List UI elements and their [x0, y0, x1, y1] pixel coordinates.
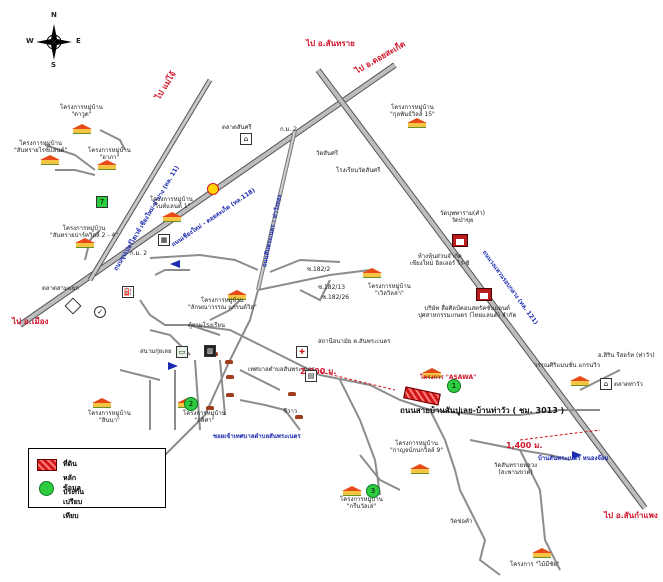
house-icon [530, 548, 554, 558]
place-wat-buppharam: วัดบุพพาราม(คำ)วัดป่าขุย [440, 210, 485, 224]
stadium-icon: ▭ [176, 346, 188, 358]
project-label-alisa: โครงการหมู่บ้าน"อลิศา" [183, 410, 226, 424]
legend-label-comparable: ข้อมูลเปรียบเทียบ [63, 484, 83, 520]
place-police: ตู้ยามโรงเรียน [188, 322, 226, 329]
place-company: บริษัท สื่อศิลป์คอนสตรัคชั่นแอนด์ปุศสาหก… [418, 305, 517, 319]
soi-182-26: ซ.182/26 [322, 294, 350, 301]
project-label-sansai-park: โครงการหมู่บ้าน"สันทรายปาร์ควิลล์ 2 - 4" [50, 225, 119, 239]
shop-icon: ▦ [158, 234, 170, 246]
place-market-thawua: ตลาดท่าวัว [614, 381, 643, 388]
car-icon [206, 406, 214, 410]
comparable-marker-2[interactable]: 2 [184, 397, 198, 411]
place-chiwa: ชีวาว [283, 408, 298, 415]
project-label-apa: โครงการหมู่บ้าน"อาภา" [88, 147, 131, 161]
road-label-to-sanpranet: ซอยเข้าเทศบาลตำบลสันพระเนตร [213, 433, 301, 440]
place-school-sansai: โรงเรียนวัดสันศรี [336, 167, 381, 174]
distance-2900: 2,900 ม. [300, 367, 337, 376]
km-marker: ก.ม. 2 [280, 126, 298, 133]
place-wannasiri: วรรณศิริแมนชั่น แกรนวิว [534, 362, 600, 369]
subject-label: โครงการ "ASAWA" [420, 374, 477, 381]
house-icon [340, 486, 364, 496]
house-icon [360, 268, 384, 278]
project-label-sinna: โครงการหมู่บ้าน"สินนา" [88, 410, 131, 424]
place-sanam: สนามกุ่ยเลย [140, 348, 172, 355]
direction-san-kamphaeng: ไป อ.สันกำแพง [604, 511, 658, 520]
compass-s: S [51, 61, 57, 69]
project-label-nightland: โครงการหมู่บ้าน"ไนท์แลนด์ 1" [150, 196, 193, 210]
direction-san-sai: ไป อ.สันทราย [306, 39, 355, 48]
project-label-world-villa: โครงการหมู่บ้าน"เวิลวิลล่า" [368, 283, 411, 297]
compass-n: N [51, 11, 57, 19]
car-icon [288, 392, 296, 396]
road-label-to-pa-pae: บ้านสันพระเนตร หนองจ๊อม [538, 455, 609, 462]
legend-swatch-comparable [39, 481, 54, 496]
compass-e: E [76, 37, 81, 45]
legend-label-property: ที่ดินหลักประกัน [63, 460, 84, 496]
compass-w: W [26, 37, 34, 45]
car-icon [226, 393, 234, 397]
house-icon [408, 464, 432, 474]
market-icon: ⌂ [240, 133, 252, 145]
bank-icon: ✓ [94, 306, 106, 318]
car-icon [225, 360, 233, 364]
gas-station-icon: ⛽ [122, 286, 134, 298]
house-icon [95, 160, 119, 170]
project-label-daowood: โครงการหมู่บ้าน"ดาวูด" [60, 104, 103, 118]
place-samyaek: ตลาดสามแยก [42, 285, 79, 292]
house-icon [420, 368, 444, 378]
map-legend: ที่ดินหลักประกัน ข้อมูลเปรียบเทียบ [28, 448, 166, 520]
legend-swatch-property [37, 459, 57, 471]
comparable-marker-3[interactable]: 3 [366, 484, 380, 498]
house-icon [70, 124, 94, 134]
project-label-mai-meechai: โครงการ "ไม้มีชัย" [510, 561, 560, 568]
place-market-sansai: ตลาดสันศรี [222, 124, 252, 131]
car-icon [295, 415, 303, 419]
project-label-karnpun: โครงการหมู่บ้าน"กาญจน์กนกวิลล์ 9" [390, 440, 444, 454]
car-icon [226, 375, 234, 379]
km-marker-2: ก.ม. 2 [130, 250, 148, 257]
house-icon [405, 118, 429, 128]
compass-rose-icon [36, 24, 72, 60]
place-wat-sansai: วัดสันศรี [316, 150, 339, 157]
local-roads [44, 129, 621, 576]
place-health-center: สถานีอนามัย ต.สันพระเนตร [318, 338, 391, 345]
project-label-sansai-rice: โครงการหมู่บ้าน"สันทรายไรซ์แลนด์" [14, 140, 68, 154]
direction-city: ไป อ.เมือง [12, 317, 49, 326]
soi-182-13: ซ.182/13 [318, 284, 346, 291]
direction-arrows [168, 260, 582, 459]
building-icon [452, 234, 468, 247]
place-siri-resort: อ.สิริน รีสอร์ท (ท่าวัว) [598, 352, 655, 359]
house-icon [225, 290, 249, 300]
house-icon [90, 398, 114, 408]
comparable-marker-1[interactable]: 1 [447, 379, 461, 393]
project-label-laksana: โครงการหมู่บ้าน"ลักษณาวรรณ แกรนด์วิล" [188, 297, 257, 311]
municipality-icon: ▤ [305, 370, 317, 382]
shell-icon [207, 183, 219, 195]
project-label-greenvale: โครงการหมู่บ้าน"กรีนวัลเล่" [340, 496, 383, 510]
house-icon [160, 212, 184, 222]
hospital-cross-icon: ✚ [296, 346, 308, 358]
soi-182-2: ซ.182/2 [307, 266, 331, 273]
place-municipality: เทศบาลตำบลสันพระเนตร [248, 366, 315, 373]
place-wat-sansai-luang: วัดสันทรายหลวง(สะพานขาด) [494, 462, 538, 476]
road-label-3013: ถนนสายบ้านสันปูเลย-บ้านท่าวัว ( ชม. 3013… [400, 406, 565, 415]
house-icon [38, 155, 62, 165]
building-icon [476, 288, 492, 301]
seven-eleven-icon: 7 [96, 196, 108, 208]
distance-1400: 1,400 ม. [506, 441, 543, 450]
place-wat-chorkham: วัดช่อคำ [450, 518, 473, 525]
school-icon: ▥ [204, 345, 216, 357]
house-icon [73, 238, 97, 248]
project-label-kulpan: โครงการหมู่บ้าน"กุลพันธ์วิลล์ 15" [390, 104, 435, 118]
house-icon [568, 376, 592, 386]
market-icon: ⌂ [600, 378, 612, 390]
place-partnership: ห้างหุ้นส่วนจำกัดเชียงใหม่ ฮิลเลอร์ ไร่-… [410, 253, 470, 267]
